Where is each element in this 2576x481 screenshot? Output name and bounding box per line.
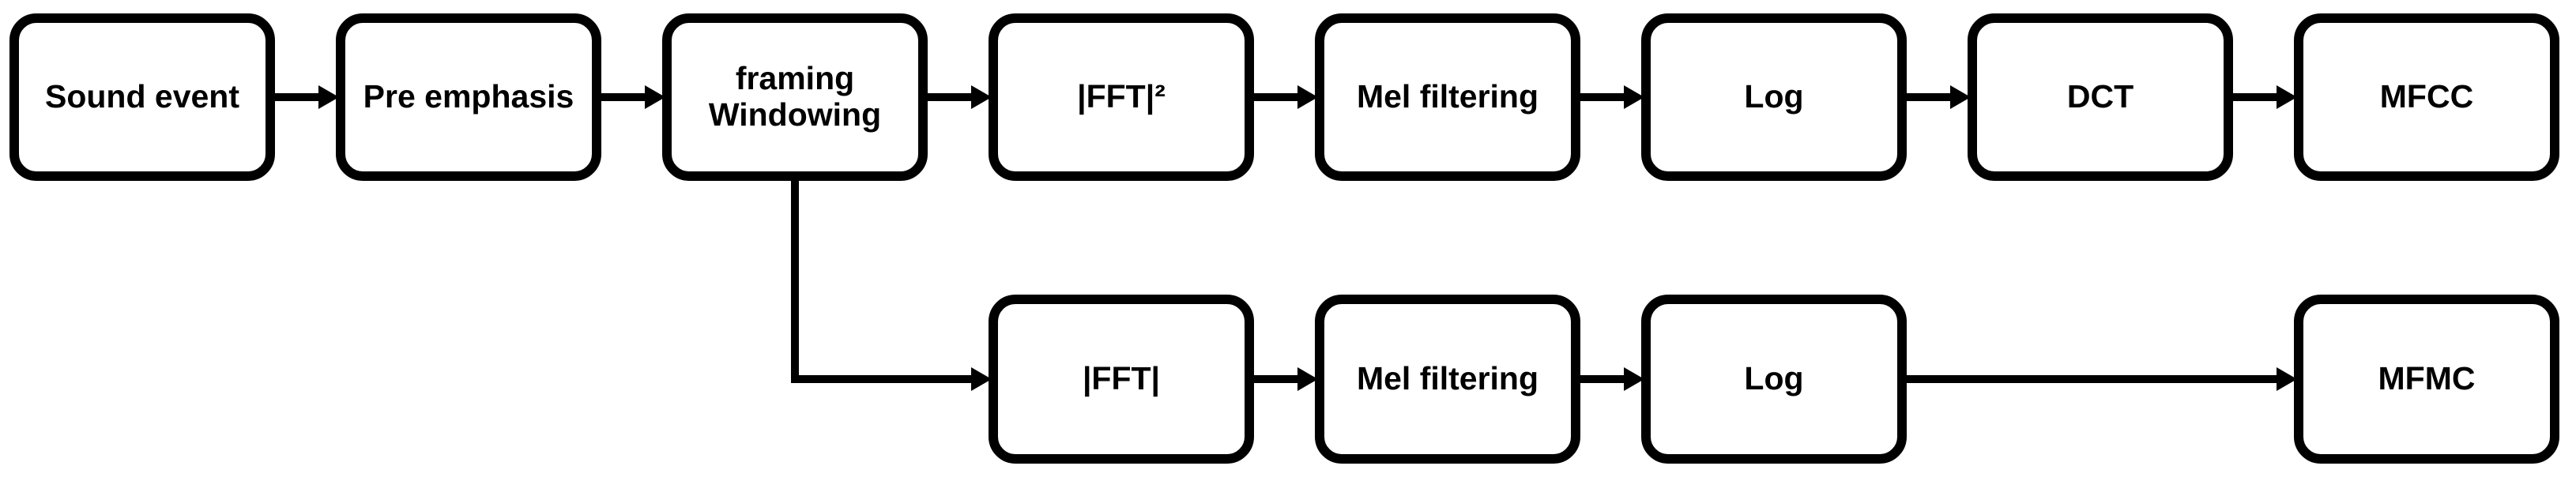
node-mfmc: MFMC <box>2294 295 2559 464</box>
node-fft-label: |FFT| <box>1082 360 1161 397</box>
node-mel-filtering-top-label: Mel filtering <box>1356 78 1539 115</box>
arrow-log-bottom-to-mfmc <box>1904 367 2297 391</box>
node-mel-filtering-bottom: Mel filtering <box>1315 295 1580 464</box>
node-mfcc: MFCC <box>2294 13 2559 181</box>
arrow-mel-filtering-to-log <box>1577 85 1644 109</box>
arrow-fft-to-mel-filtering-bottom <box>1251 367 1318 391</box>
node-fft: |FFT| <box>989 295 1254 464</box>
arrow-pre-emphasis-to-framing-windowing <box>598 85 665 109</box>
node-pre-emphasis: Pre emphasis <box>336 13 601 181</box>
node-log-top: Log <box>1641 13 1907 181</box>
node-framing-windowing-label: framing Windowing <box>708 60 882 133</box>
node-log-bottom-label: Log <box>1744 360 1804 397</box>
node-fft-squared-label: |FFT|² <box>1077 78 1166 115</box>
node-pre-emphasis-label: Pre emphasis <box>363 78 574 115</box>
arrow-framing-windowing-to-fft <box>791 367 992 391</box>
node-mel-filtering-top: Mel filtering <box>1315 13 1580 181</box>
arrow-sound-event-to-pre-emphasis <box>272 85 339 109</box>
node-mel-filtering-bottom-label: Mel filtering <box>1356 360 1539 397</box>
node-log-bottom: Log <box>1641 295 1907 464</box>
node-log-top-label: Log <box>1744 78 1804 115</box>
arrow-dct-to-mfcc <box>2230 85 2297 109</box>
node-fft-squared: |FFT|² <box>989 13 1254 181</box>
node-sound-event-label: Sound event <box>44 78 240 115</box>
arrow-log-to-dct <box>1904 85 1971 109</box>
arrow-fft-squared-to-mel-filtering <box>1251 85 1318 109</box>
arrow-mel-filtering-bottom-to-log-bottom <box>1577 367 1644 391</box>
connector-framing-windowing-drop-line <box>791 178 799 383</box>
node-mfcc-label: MFCC <box>2379 78 2474 115</box>
node-dct-label: DCT <box>2066 78 2134 115</box>
arrow-framing-windowing-to-fft-squared <box>925 85 992 109</box>
node-sound-event: Sound event <box>9 13 275 181</box>
node-dct: DCT <box>1968 13 2233 181</box>
node-mfmc-label: MFMC <box>2378 360 2476 397</box>
node-framing-windowing: framing Windowing <box>662 13 928 181</box>
